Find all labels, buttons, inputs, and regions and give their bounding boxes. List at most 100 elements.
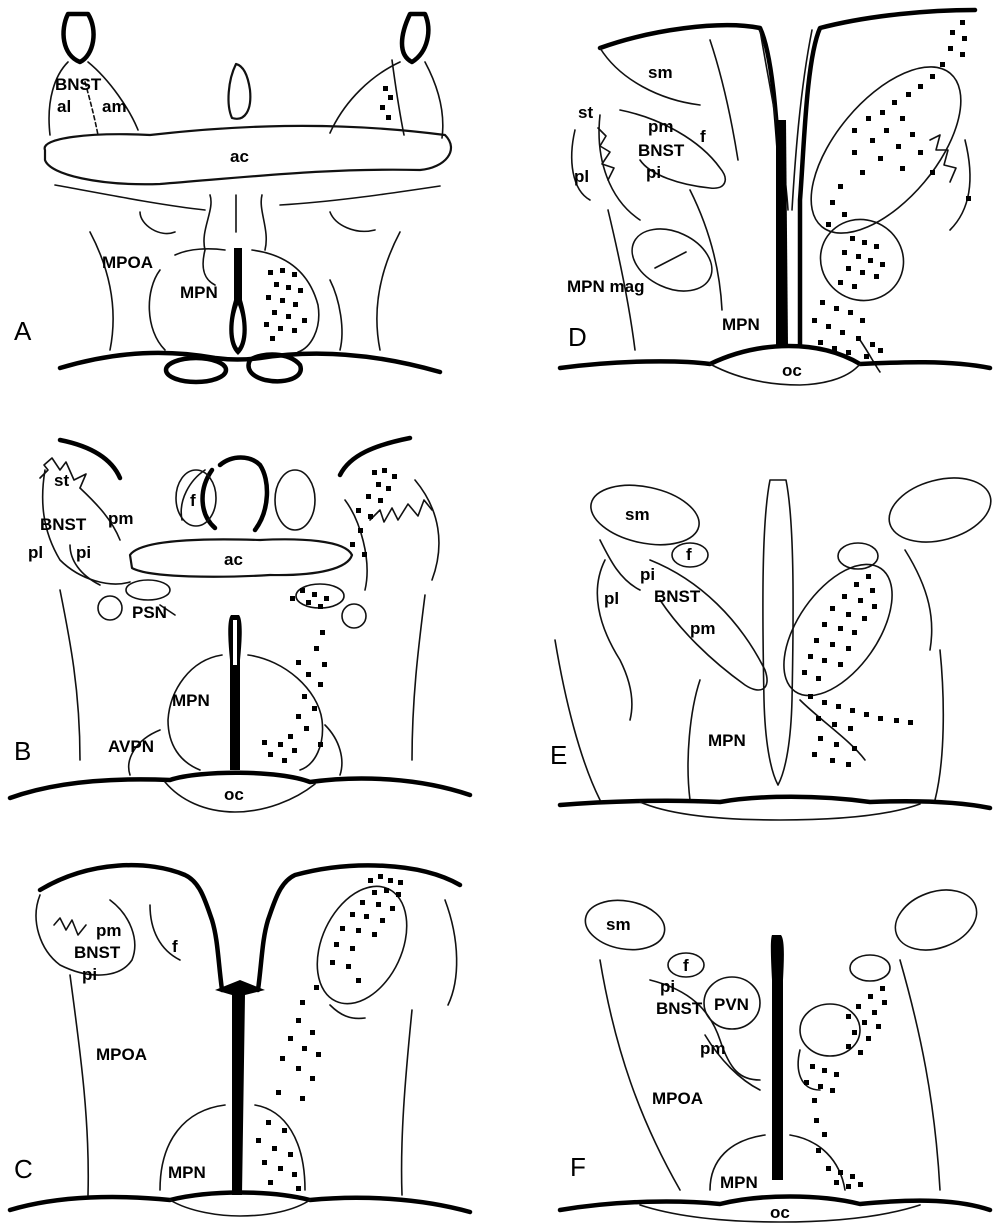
labelled-cell [282,1128,287,1133]
labelled-cell [852,630,857,635]
labelled-cell [316,1052,321,1057]
labelled-cell [330,960,335,965]
labelled-cell [880,986,885,991]
labelled-cell [292,328,297,333]
labelled-cell [838,280,843,285]
labelled-cell [864,712,869,717]
lateral-wall-left [597,560,632,720]
labelled-cell [842,212,847,217]
panel-letter-c: C [14,1154,33,1184]
label-mpn: MPN [708,731,746,750]
labelled-cell [848,310,853,315]
labelled-cell [318,742,323,747]
labelled-cell [356,508,361,513]
label-mpoa: MPOA [102,253,153,272]
labelled-cell [822,622,827,627]
dorsal-ventricle [203,458,267,531]
mpn-left [688,680,700,800]
label-bnst: BNST [654,587,701,606]
bnst-pl-outline [599,115,640,220]
label-st: st [578,103,593,122]
labelled-cell [814,1118,819,1123]
labelled-cell [832,346,837,351]
label-mpoa: MPOA [652,1089,703,1108]
labelled-cell [386,115,391,120]
bnst-right-divider [392,60,404,135]
labelled-cell [814,638,819,643]
labelled-cell [930,74,935,79]
outer-wall-left [555,640,600,800]
label-sm: sm [648,63,673,82]
panel-c: pm BNST pi f MPOA MPN C [10,865,470,1216]
ventral-curve-right [330,212,375,231]
labelled-cell [812,318,817,323]
bnst-right-outline [345,500,367,590]
label-pi: pi [82,965,97,984]
st-outer [572,130,590,200]
labelled-cell [812,752,817,757]
labelled-cell [288,1036,293,1041]
labelled-cell [364,914,369,919]
labelled-cell [838,184,843,189]
label-mpn: MPN [180,283,218,302]
lateral-right [900,960,940,1190]
labelled-cell [866,116,871,121]
labelled-cell [930,170,935,175]
label-mpoa: MPOA [96,1045,147,1064]
label-mpn: MPN [720,1173,758,1192]
labelled-cell [860,318,865,323]
labelled-cell [822,1068,827,1073]
labelled-cell [282,758,287,763]
labelled-cell [306,600,311,605]
labelled-cell [900,116,905,121]
labelled-cell [296,660,301,665]
mpn-left-outline [168,655,222,770]
labelled-cell [818,736,823,741]
bnst-right-outline [783,41,988,258]
labelled-cell [392,474,397,479]
lateral-ventricle-right [402,14,428,62]
optic-chiasm [640,802,920,820]
labelled-cell [816,716,821,721]
label-pm: pm [700,1039,726,1058]
labelled-cell [334,942,339,947]
labelled-cell [822,700,827,705]
labelled-cell [300,1000,305,1005]
labelled-cell [852,128,857,133]
labelled-cell [826,324,831,329]
label-oc: oc [224,785,244,804]
labelled-cell [288,734,293,739]
label-bnst: BNST [638,141,685,160]
label-pi: pi [660,977,675,996]
labelled-cells-a [264,86,393,341]
labelled-cell [858,1050,863,1055]
labelled-cell [960,20,965,25]
labelled-cell [846,1184,851,1189]
bnst-right-lateral [415,480,439,580]
bnst-right-ventral [330,1005,365,1018]
label-f: f [686,545,692,564]
labelled-cell [368,514,373,519]
label-pm: pm [690,619,716,638]
lateral-walls [60,590,425,760]
label-ac: ac [224,550,243,569]
labelled-cell [900,166,905,171]
labelled-cell [870,138,875,143]
labelled-cell [874,244,879,249]
lateral-right [950,140,970,230]
labelled-cell [862,616,867,621]
labelled-cell [846,1014,851,1019]
labelled-cell [842,250,847,255]
labelled-cell [292,748,297,753]
labelled-cell [858,1182,863,1187]
fornix-right [850,955,890,981]
labelled-cell [852,1030,857,1035]
labelled-cell [396,892,401,897]
labelled-cell [350,542,355,547]
label-f: f [683,956,689,975]
labelled-cell [290,596,295,601]
labelled-cell [856,1004,861,1009]
pvn-right-inner [798,1050,820,1090]
panel-b: st BNST pm pl pi f ac PSN MPN AVPN oc B [10,438,470,812]
label-pm: pm [108,509,134,528]
